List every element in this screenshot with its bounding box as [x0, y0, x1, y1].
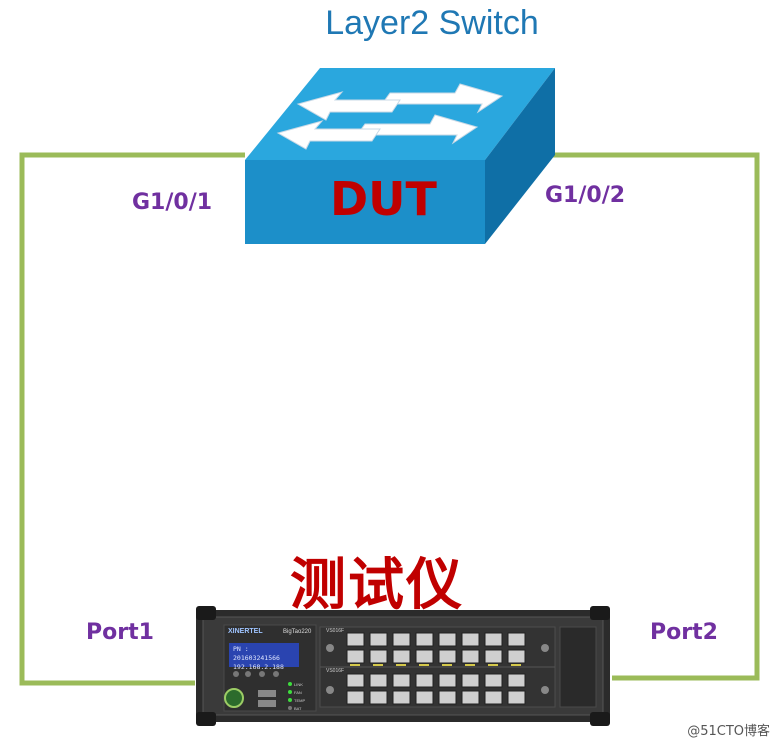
led-labels: LINK FAN TEMP BAT [294, 681, 305, 713]
tester-lcd-screen: PN : 201603241566 192.168.2.188 [229, 643, 299, 671]
led-label-link: LINK [294, 682, 303, 687]
led-label-fan: FAN [294, 690, 302, 695]
module-top-label: VS016F [326, 628, 345, 634]
watermark: @51CTO博客 [687, 724, 770, 739]
tester-right-port-label: Port2 [650, 620, 718, 645]
lcd-line-2: 192.168.2.188 [233, 663, 284, 671]
module-bottom-label: VS016F [326, 668, 345, 674]
led-label-temp: TEMP [294, 698, 306, 703]
dut-label: DUT [330, 172, 437, 226]
tester-model: BigTao220 [283, 629, 312, 635]
led-label-bat: BAT [294, 706, 302, 711]
dut-left-port-label: G1/0/1 [132, 190, 213, 215]
tester-left-port-label: Port1 [86, 620, 154, 645]
tester-label: 测试仪 [290, 553, 464, 618]
dut-right-port-label: G1/0/2 [545, 183, 626, 208]
tester-brand: XINERTEL [228, 628, 263, 635]
link-g1-0-1-to-port1 [19, 152, 245, 686]
link-g1-0-2-to-port2 [535, 152, 760, 681]
lcd-line-1: PN : 201603241566 [233, 645, 280, 662]
diagram-title: Layer2 Switch [325, 4, 539, 42]
